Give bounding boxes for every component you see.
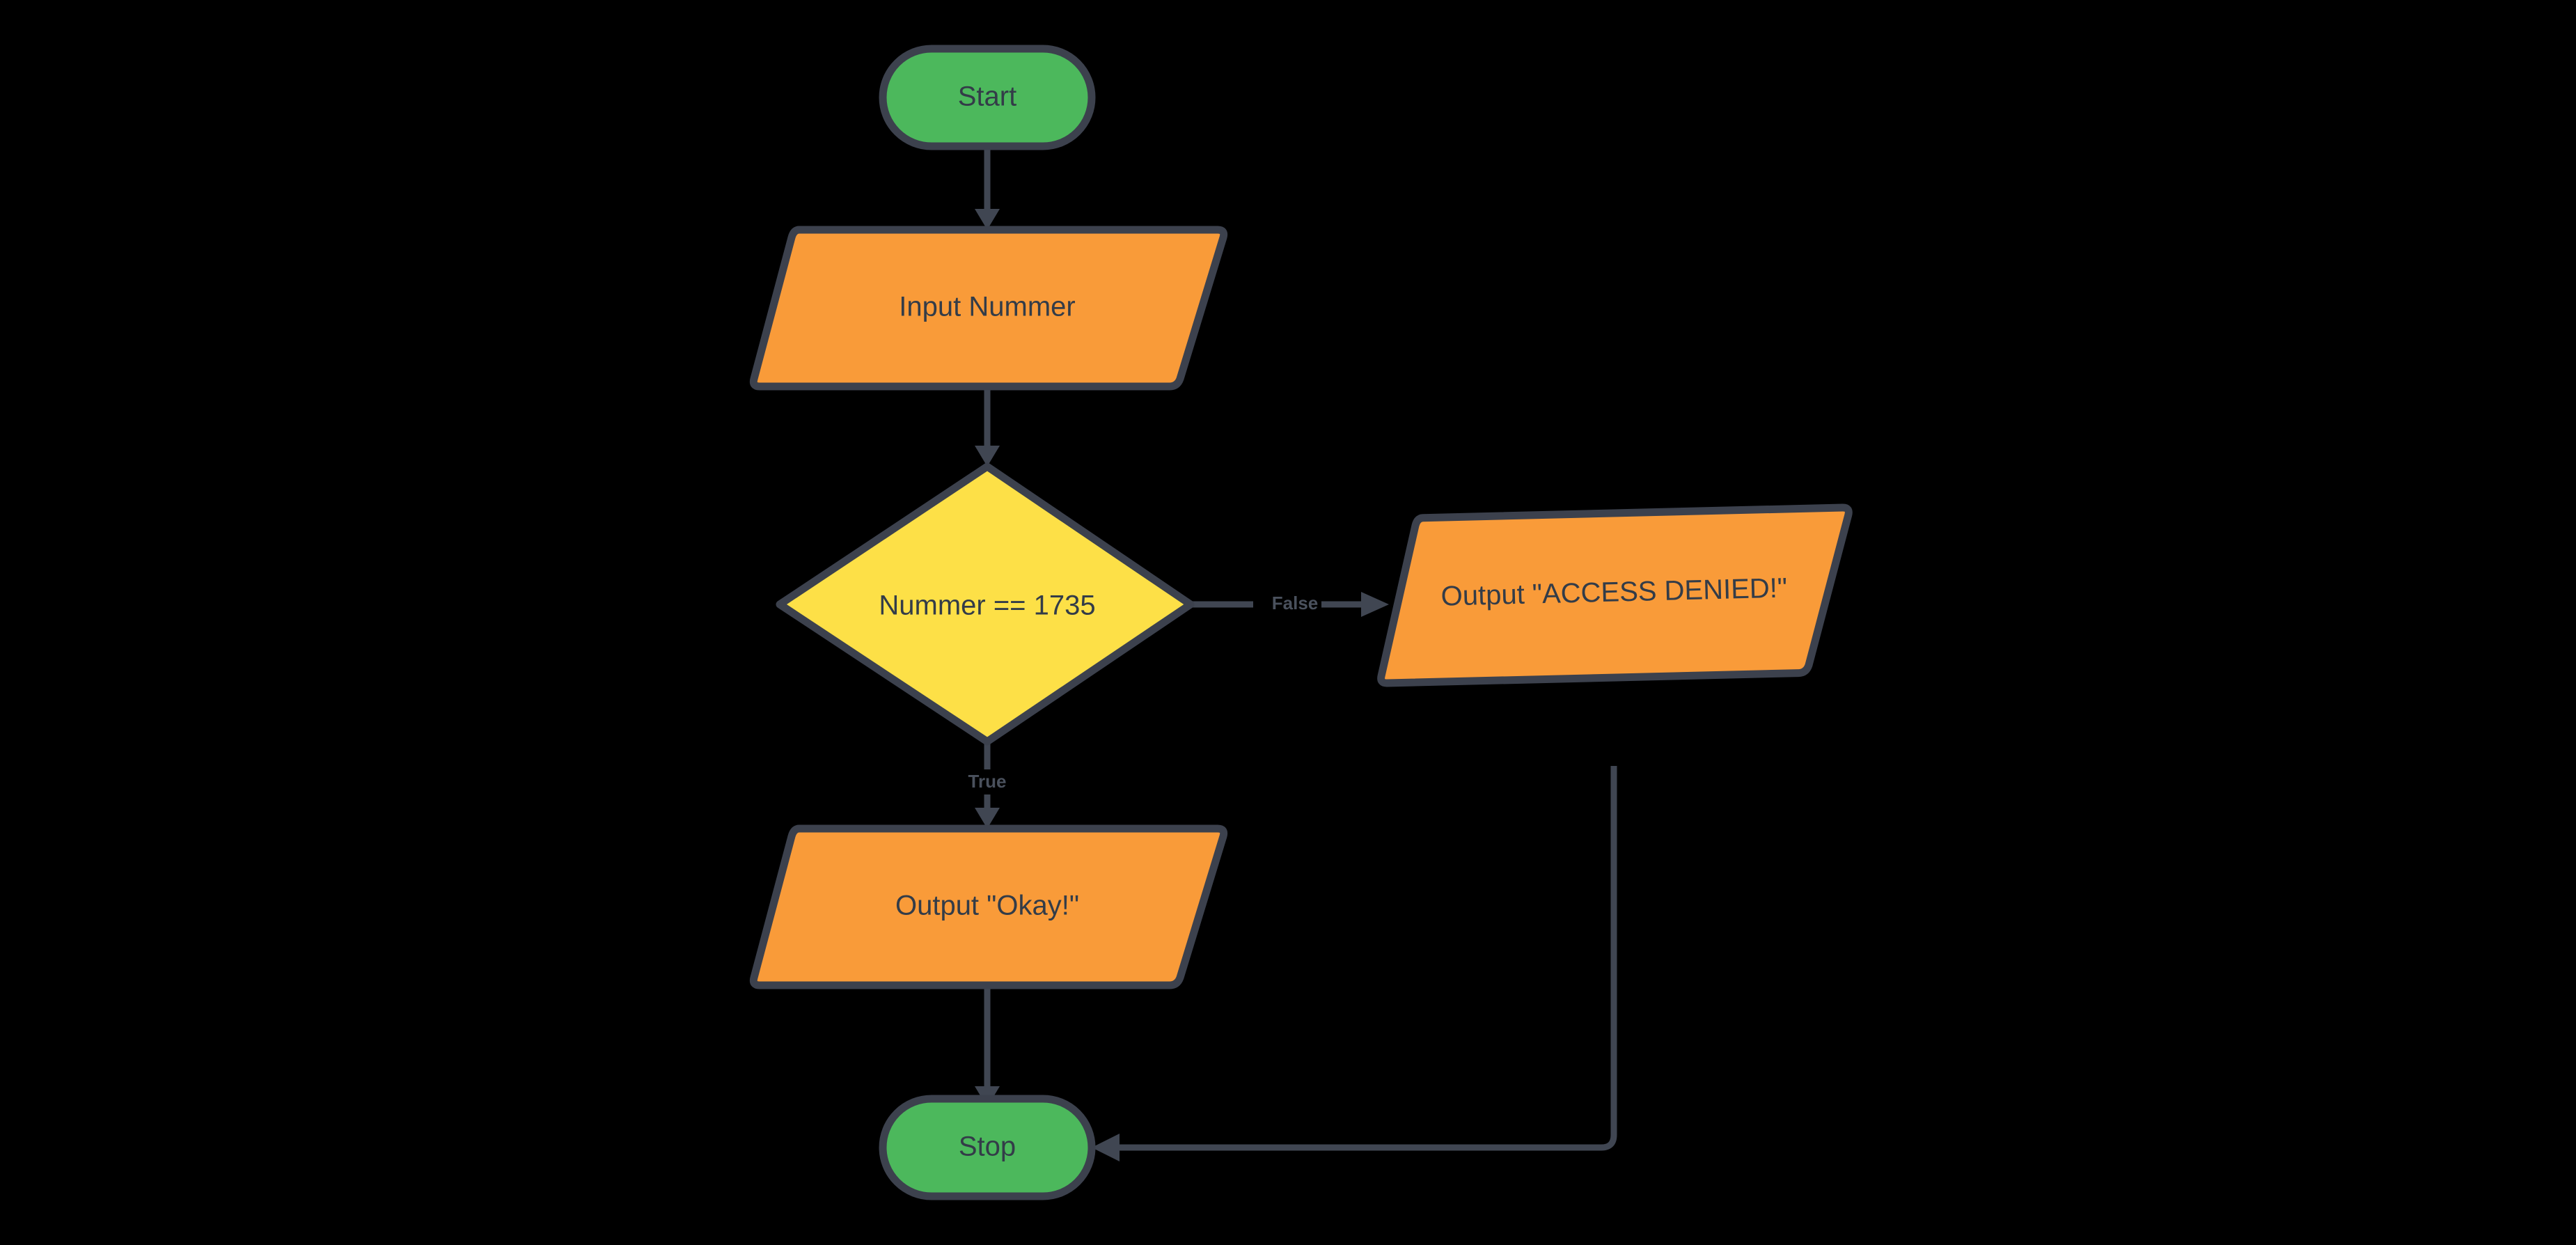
edge-start-to-input — [975, 146, 1000, 230]
edge-decision-to-denied: False — [1191, 592, 1389, 617]
node-output-denied[interactable]: Output "ACCESS DENIED!" — [1377, 503, 1853, 687]
node-input-nummer[interactable]: Input Nummer — [749, 226, 1228, 391]
node-stop[interactable]: Stop — [879, 1095, 1096, 1200]
arrowhead-icon — [975, 808, 1000, 829]
edge-label-backdrop — [1253, 592, 1321, 617]
edge-decision-to-okay: True — [959, 742, 1016, 829]
edge-group: False True — [959, 146, 1617, 1161]
node-start[interactable]: Start — [879, 45, 1096, 150]
edge-line — [1120, 766, 1617, 1151]
node-output-okay[interactable]: Output "Okay!" — [749, 824, 1228, 989]
edge-label-backdrop — [959, 769, 1016, 794]
arrowhead-icon — [975, 446, 1000, 467]
edge-label-true: True — [968, 771, 1007, 792]
node-output-okay-shape[interactable] — [749, 824, 1228, 989]
edge-denied-to-stop — [1092, 766, 1617, 1161]
arrowhead-icon — [975, 209, 1000, 230]
arrowhead-icon — [1361, 592, 1389, 617]
node-input-nummer-shape[interactable] — [749, 226, 1228, 391]
node-start-shape[interactable] — [879, 45, 1096, 150]
edge-label-false: False — [1272, 593, 1319, 613]
edge-input-to-decision — [975, 386, 1000, 467]
node-decision-shape[interactable] — [776, 462, 1195, 746]
node-stop-shape[interactable] — [879, 1095, 1096, 1200]
edge-okay-to-stop — [975, 985, 1000, 1107]
node-output-denied-shape[interactable] — [1377, 503, 1853, 687]
node-decision[interactable]: Nummer == 1735 — [776, 462, 1195, 746]
arrowhead-icon — [1092, 1134, 1120, 1161]
